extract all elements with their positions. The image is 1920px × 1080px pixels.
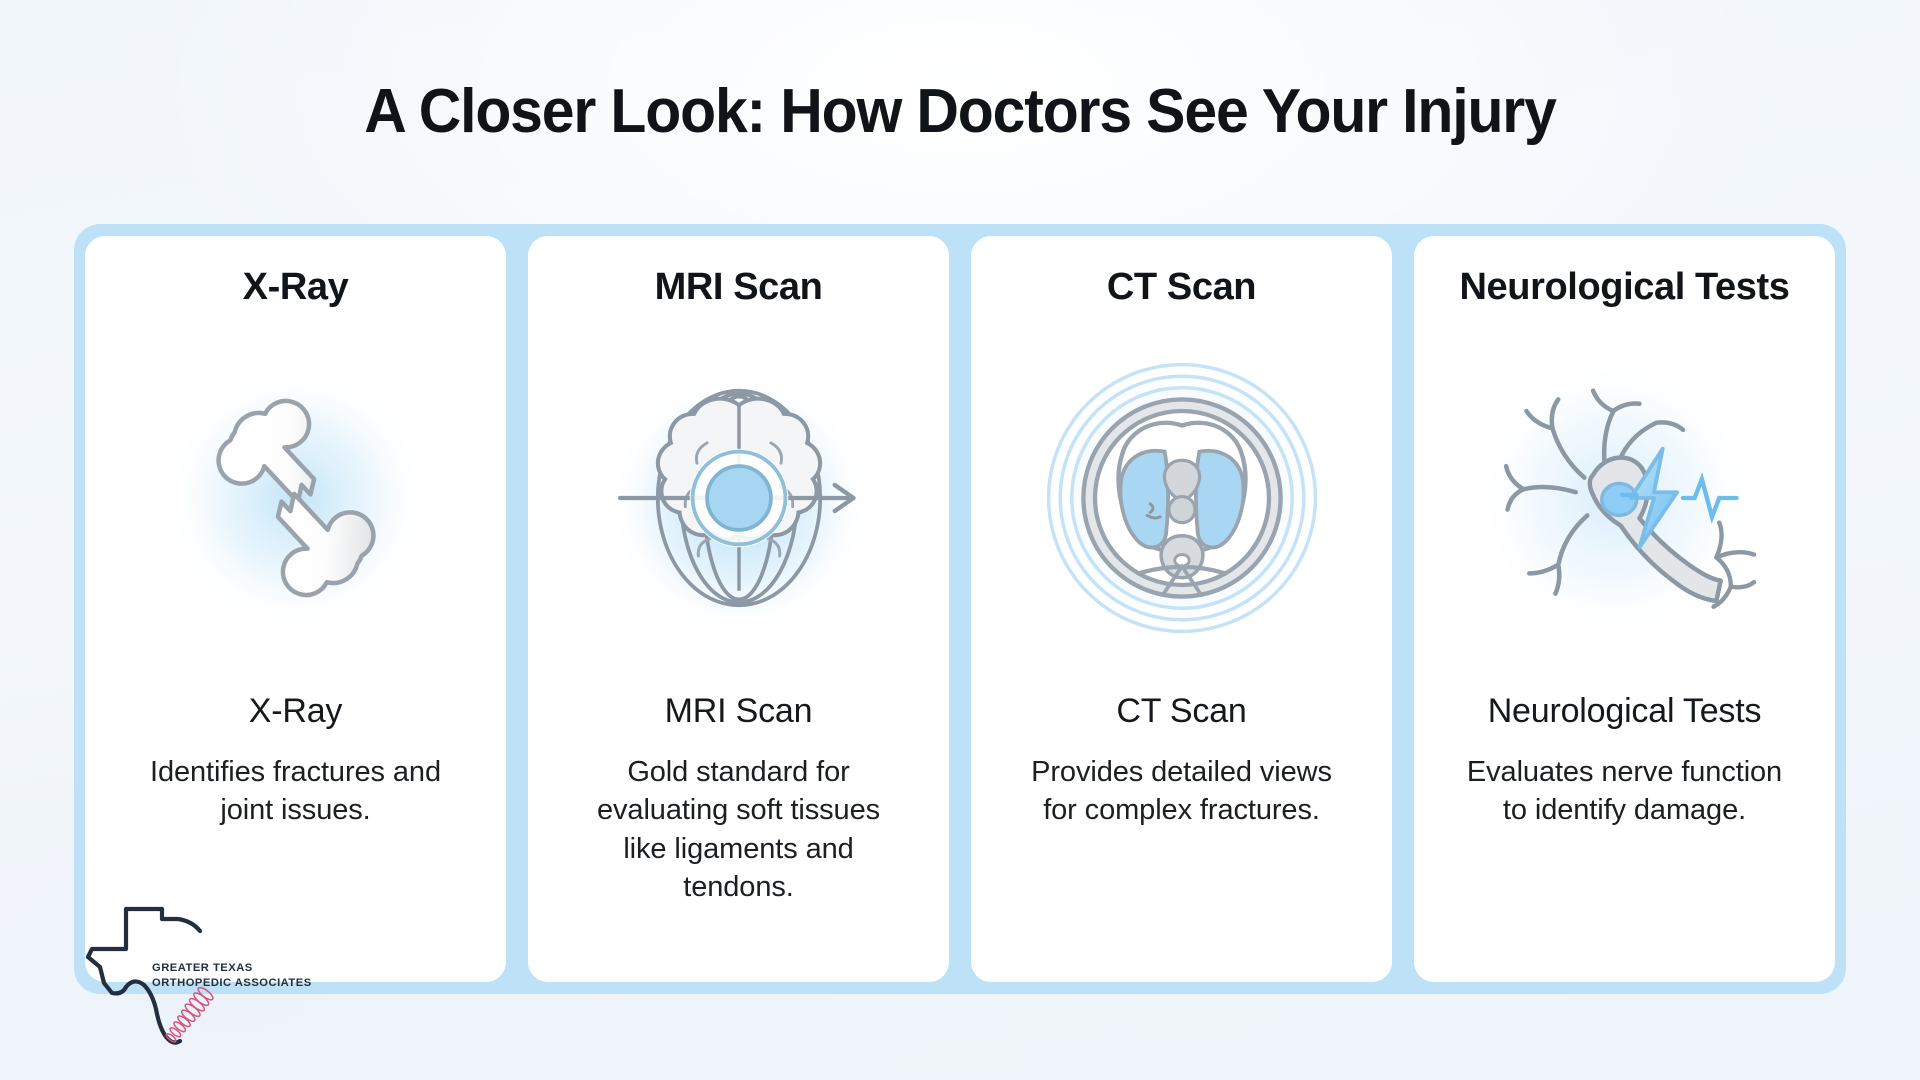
- card-figure: [107, 338, 484, 658]
- card-heading: CT Scan: [1106, 266, 1257, 308]
- card-description: Gold standard for evaluating soft tissue…: [596, 756, 881, 903]
- card-figure: [993, 338, 1370, 658]
- card-label: X-Ray: [248, 692, 343, 730]
- card-heading: MRI Scan: [654, 266, 823, 308]
- card-mri-scan[interactable]: MRI Scan: [528, 236, 949, 982]
- fractured-bone-icon: [162, 364, 429, 632]
- card-figure: [550, 338, 927, 658]
- cards-row: X-Ray: [85, 236, 1835, 982]
- neuron-lightning-icon: [1488, 361, 1761, 635]
- card-ct-scan[interactable]: CT Scan: [971, 236, 1392, 982]
- card-neurological-tests[interactable]: Neurological Tests: [1414, 236, 1835, 982]
- spine-icon: [165, 986, 214, 1043]
- card-label: MRI Scan: [664, 692, 813, 730]
- brain-magnetic-field-icon: [605, 364, 872, 632]
- card-description: Evaluates nerve function to identify dam…: [1466, 756, 1783, 827]
- card-description: Identifies fractures and joint issues.: [150, 756, 441, 827]
- card-xray[interactable]: X-Ray: [85, 236, 506, 982]
- cards-container: X-Ray: [74, 224, 1846, 994]
- card-label: CT Scan: [1116, 692, 1247, 730]
- card-heading: X-Ray: [242, 266, 349, 308]
- card-figure: [1436, 338, 1813, 658]
- page-title: A Closer Look: How Doctors See Your Inju…: [364, 77, 1557, 146]
- card-label: Neurological Tests: [1487, 692, 1762, 730]
- body-cross-section-scan-icon: [1042, 358, 1321, 638]
- card-description: Provides detailed views for complex frac…: [1031, 756, 1332, 827]
- card-heading: Neurological Tests: [1459, 266, 1790, 308]
